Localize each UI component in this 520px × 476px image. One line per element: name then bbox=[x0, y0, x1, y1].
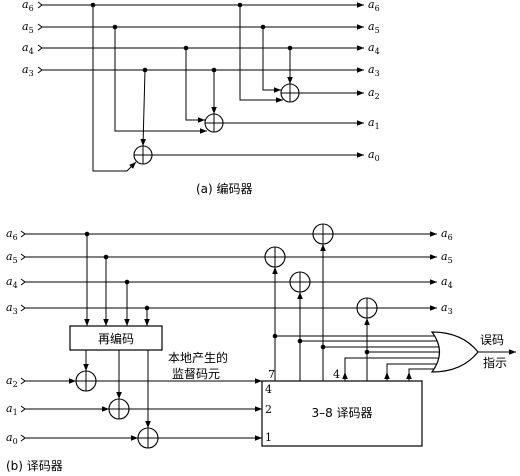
dec-check-xor-a1 bbox=[108, 398, 130, 420]
dec-out-a3: a3 bbox=[441, 301, 453, 316]
enc-out-a6: a6 bbox=[368, 0, 380, 13]
reencoder-box bbox=[69, 325, 163, 351]
dec-out-a5: a5 bbox=[441, 250, 453, 265]
dec-in-a3: a3 bbox=[6, 301, 18, 316]
error-indicator-label-2: 指示 bbox=[483, 355, 507, 370]
dec-in-a0: a0 bbox=[6, 431, 18, 446]
or-gate bbox=[430, 331, 479, 373]
encoder-caption: (a) 编码器 bbox=[196, 181, 253, 196]
dec-in-a6: a6 bbox=[6, 227, 18, 242]
dec-check-xor-a2 bbox=[75, 370, 97, 392]
decoder-3to8-label: 3–8 译码器 bbox=[311, 406, 372, 420]
enc-in-a3: a3 bbox=[22, 63, 34, 78]
decoder-pin-7: 7 bbox=[268, 368, 275, 381]
dec-xor-a5 bbox=[264, 246, 286, 268]
decoder-pin-2: 2 bbox=[265, 403, 272, 416]
dec-in-a1: a1 bbox=[6, 402, 18, 417]
dec-out-a6: a6 bbox=[441, 227, 453, 242]
enc-in-a6: a6 bbox=[22, 0, 34, 13]
enc-chevron-a4 bbox=[37, 44, 43, 52]
dec-xor-a6 bbox=[312, 223, 334, 245]
enc-chevron-a5 bbox=[37, 23, 43, 31]
reencoder-label: 再编码 bbox=[98, 331, 134, 346]
enc-out-a2: a2 bbox=[368, 86, 380, 101]
enc-chevron-a6 bbox=[37, 1, 43, 9]
encoder-section: a6 a5 a4 a3 bbox=[22, 0, 380, 196]
local-check-label-1: 本地产生的 bbox=[168, 350, 228, 365]
decoder-pin-4: 4 bbox=[265, 383, 272, 396]
enc-chevron-a3 bbox=[37, 66, 43, 74]
dec-in-a2: a2 bbox=[6, 374, 18, 389]
decoder-pin-1: 1 bbox=[265, 431, 272, 444]
enc-out-a1: a1 bbox=[368, 116, 380, 131]
enc-xor-a1 bbox=[204, 113, 224, 133]
enc-in-a4: a4 bbox=[22, 41, 34, 56]
enc-xor-a2 bbox=[280, 83, 300, 103]
decoder-caption: (b) 译码器 bbox=[6, 459, 63, 473]
local-check-label-2: 监督码元 bbox=[172, 366, 220, 381]
enc-out-a0: a0 bbox=[368, 148, 380, 163]
enc-out-a4: a4 bbox=[368, 41, 380, 56]
decoder-3to8-box bbox=[261, 380, 423, 447]
enc-in-a5: a5 bbox=[22, 20, 34, 35]
error-indicator-label-1: 误码 bbox=[480, 333, 504, 347]
enc-xor-a0 bbox=[133, 145, 153, 165]
enc-out-a3: a3 bbox=[368, 63, 380, 78]
dec-xor-a4 bbox=[289, 271, 311, 293]
dec-in-a5: a5 bbox=[6, 250, 18, 265]
dec-out-a4: a4 bbox=[441, 275, 453, 290]
dec-xor-a3 bbox=[356, 297, 378, 319]
dec-check-xor-a0 bbox=[137, 427, 159, 449]
enc-out-a5: a5 bbox=[368, 20, 380, 35]
decoder-section: a6 a5 a4 a3 a2 a1 a0 bbox=[6, 223, 516, 473]
dec-in-a4: a4 bbox=[6, 275, 18, 290]
decoder-pin-out-4: 4 bbox=[333, 368, 340, 381]
